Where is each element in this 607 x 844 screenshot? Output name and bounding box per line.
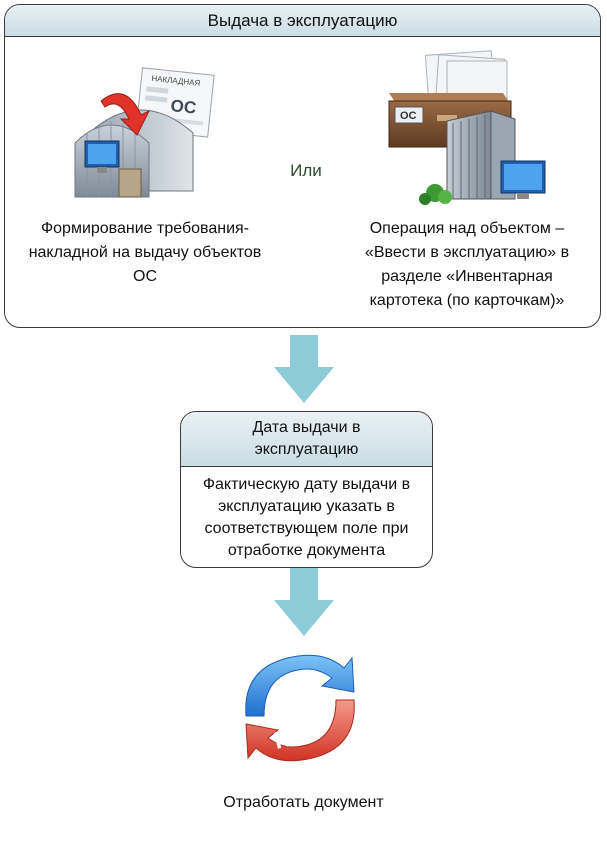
- svg-text:ОС: ОС: [400, 110, 417, 122]
- issue-date-note: Фактическую дату выдачи в эксплуатацию у…: [202, 475, 411, 559]
- svg-text:ОС: ОС: [170, 96, 197, 118]
- debit-label: Дт: [288, 667, 324, 702]
- left-caption: Формирование требования-накладной на выд…: [28, 220, 262, 285]
- process-document-label: Отработать документ: [223, 794, 384, 811]
- arrow-down-icon: [274, 568, 334, 636]
- debit-credit-cycle-icon: Дт Кт: [245, 654, 355, 762]
- warehouse-waybill-icon: НАКЛАДНАЯ ОС: [74, 67, 215, 198]
- card-file-building-icon: ОС: [388, 50, 546, 205]
- issue-date-section: Дата выдачи в эксплуатацию Фактическую д…: [180, 411, 433, 568]
- arrow-down-icon: [274, 335, 334, 403]
- issue-date-title: Дата выдачи в эксплуатацию: [181, 412, 432, 467]
- or-label: Или: [290, 161, 322, 180]
- issue-section-title: Выдача в эксплуатацию: [5, 5, 600, 37]
- issue-section: Выдача в эксплуатацию НАКЛАДНАЯ ОС: [4, 4, 601, 328]
- right-caption: Операция над объектом – «Ввести в эксплу…: [364, 220, 570, 309]
